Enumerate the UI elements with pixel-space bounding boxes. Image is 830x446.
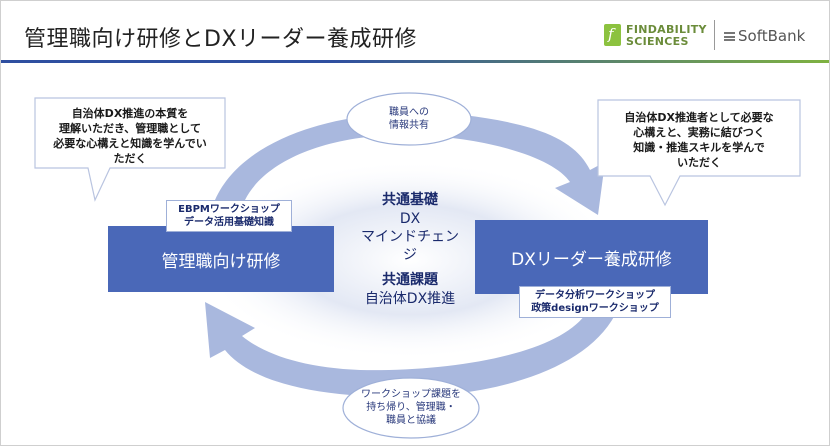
bottom-ellipse-text: ワークショップ課題を 持ち帰り、管理職・ 職員と協議 <box>346 388 476 427</box>
right-callout-shape <box>597 99 801 207</box>
bottom-ellipse-shape <box>342 377 480 439</box>
left-callout-text: 自治体DX推進の本質を 理解いただき、管理職として 必要な心構えと知識を学んでい… <box>38 106 222 166</box>
center-line-mindchange: マインドチェン <box>361 229 459 245</box>
bottom-ellipse-line: 持ち帰り、管理職・ <box>366 402 456 413</box>
bottom-cycle-arrow <box>205 302 615 398</box>
right-callout-line: 知識・推進スキルを学んで <box>633 141 765 154</box>
management-tag-line: EBPMワークショップ <box>178 204 280 215</box>
title-divider <box>0 60 830 63</box>
findability-wordmark: FINDABILITY SCIENCES <box>626 24 707 48</box>
top-ellipse-text: 職員への 情報共有 <box>355 106 463 132</box>
findability-line1: FINDABILITY <box>626 23 707 36</box>
dx-leader-training-tag: データ分析ワークショップ 政策designワークショップ <box>519 286 671 318</box>
center-heading-common-issue: 共通課題 <box>382 272 438 288</box>
right-callout-text: 自治体DX推進者として必要な 心構えと、実務に結びつく 知識・推進スキルを学んで… <box>600 110 798 170</box>
bottom-ellipse-line: 職員と協議 <box>386 415 436 426</box>
dx-leader-tag-line: 政策designワークショップ <box>531 303 659 314</box>
top-ellipse-line: 情報共有 <box>389 120 429 131</box>
management-training-box: 管理職向け研修 <box>108 226 334 292</box>
left-callout-line: ただく <box>113 152 147 165</box>
dx-leader-tag-line: データ分析ワークショップ <box>535 290 655 301</box>
softbank-wordmark: SoftBank <box>738 27 806 45</box>
softbank-logo: SoftBank <box>724 27 805 45</box>
findability-line2: SCIENCES <box>626 35 689 48</box>
right-callout-line: 自治体DX推進者として必要な <box>624 111 774 124</box>
dx-leader-training-label: DXリーダー養成研修 <box>511 249 672 270</box>
center-line-municipal-dx: 自治体DX推進 <box>364 291 456 307</box>
findability-mark-icon: f <box>604 24 621 46</box>
logo-separator <box>714 20 715 50</box>
left-callout-shape <box>34 97 226 202</box>
bottom-ellipse-line: ワークショップ課題を <box>361 389 461 400</box>
top-ellipse-shape <box>346 92 472 146</box>
right-callout-line: いただく <box>677 156 721 169</box>
management-training-label: 管理職向け研修 <box>161 251 281 272</box>
slide-title: 管理職向け研修とDXリーダー養成研修 <box>24 27 418 52</box>
center-line-dx: DX <box>399 211 421 227</box>
dx-leader-training-box: DXリーダー養成研修 <box>475 220 708 294</box>
center-glow <box>200 160 620 360</box>
findability-sciences-logo: f FINDABILITY SCIENCES <box>604 22 707 50</box>
center-line-mindchange-end: ジ <box>403 247 417 263</box>
left-callout-line: 自治体DX推進の本質を <box>71 107 189 120</box>
top-cycle-arrow <box>215 112 605 215</box>
center-heading-common-basics: 共通基礎 <box>382 192 438 208</box>
management-tag-line: データ活用基礎知識 <box>184 217 274 228</box>
left-callout-line: 必要な心構えと知識を学んでい <box>53 137 207 150</box>
left-callout-line: 理解いただき、管理職として <box>59 122 201 135</box>
right-callout-line: 心構えと、実務に結びつく <box>633 126 765 139</box>
management-training-tag: EBPMワークショップ データ活用基礎知識 <box>166 200 292 232</box>
top-ellipse-line: 職員への <box>389 107 429 118</box>
center-common-block: 共通基礎 DX マインドチェン ジ 共通課題 自治体DX推進 <box>350 190 470 308</box>
softbank-bars-icon <box>724 32 735 41</box>
